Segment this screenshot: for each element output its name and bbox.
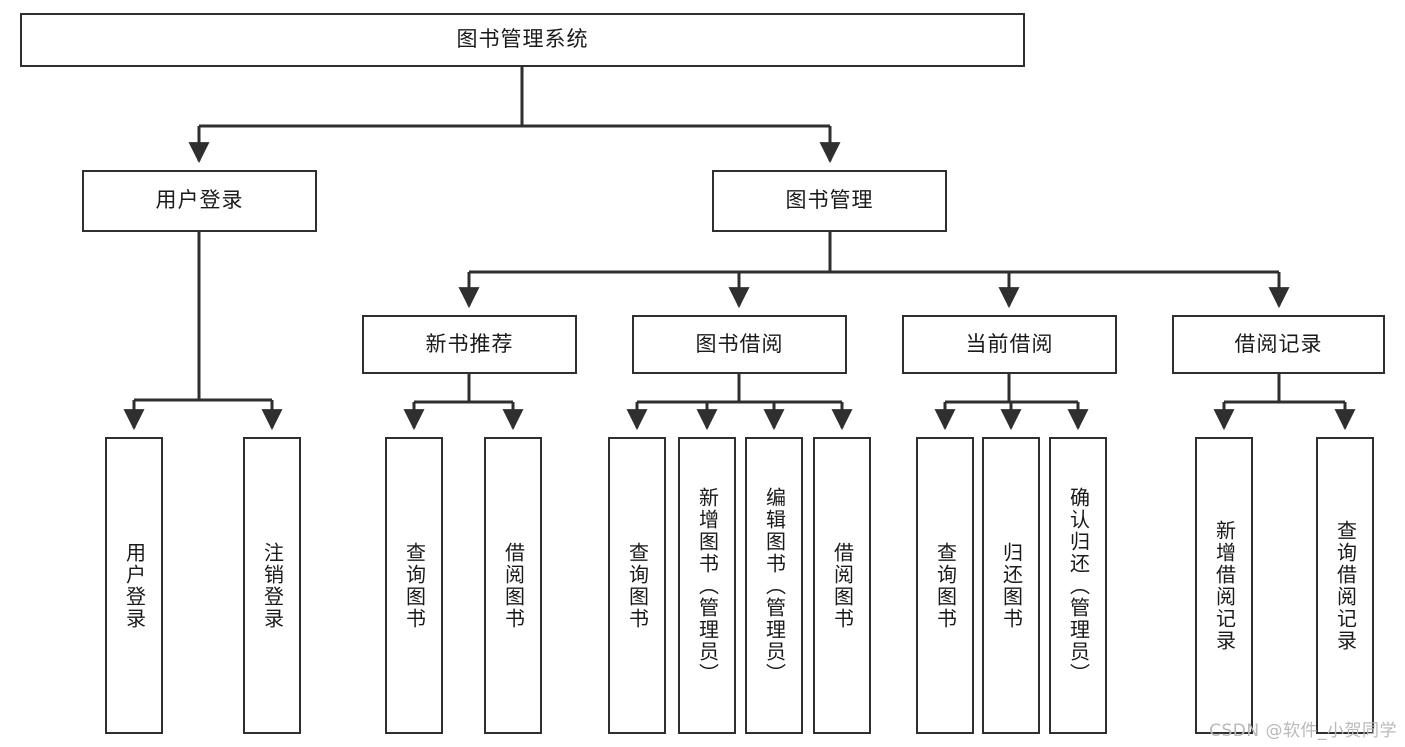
- node-leaf-return-book[interactable]: 归还图书: [982, 437, 1040, 734]
- node-leaf-add-book-admin-label: 新增图书（管理员）: [695, 486, 720, 685]
- node-leaf-confirm-return-admin[interactable]: 确认归还（管理员）: [1049, 437, 1107, 734]
- node-leaf-borrow-book-label: 借阅图书: [830, 541, 855, 630]
- node-leaf-add-borrow-record-label: 新增借阅记录: [1212, 519, 1237, 652]
- node-leaf-query-book-borrow[interactable]: 查询图书: [608, 437, 666, 734]
- node-current-borrow[interactable]: 当前借阅: [902, 315, 1117, 374]
- node-book-management-label: 图书管理: [785, 188, 874, 213]
- node-borrow-records[interactable]: 借阅记录: [1172, 315, 1385, 374]
- node-leaf-query-book-current-label: 查询图书: [933, 541, 958, 630]
- node-user-login[interactable]: 用户登录: [82, 170, 317, 232]
- node-leaf-logout[interactable]: 注销登录: [243, 437, 301, 734]
- node-borrow-records-label: 借阅记录: [1234, 331, 1323, 356]
- node-leaf-query-book-new[interactable]: 查询图书: [385, 437, 443, 734]
- node-leaf-logout-label: 注销登录: [260, 541, 285, 630]
- node-leaf-query-book-borrow-label: 查询图书: [625, 541, 650, 630]
- node-book-borrow[interactable]: 图书借阅: [632, 315, 847, 374]
- node-leaf-return-book-label: 归还图书: [999, 541, 1024, 630]
- node-leaf-borrow-book-new[interactable]: 借阅图书: [484, 437, 542, 734]
- node-leaf-query-borrow-record[interactable]: 查询借阅记录: [1316, 437, 1374, 734]
- node-new-book-recommend[interactable]: 新书推荐: [362, 315, 577, 374]
- node-current-borrow-label: 当前借阅: [965, 331, 1054, 356]
- node-leaf-add-borrow-record[interactable]: 新增借阅记录: [1195, 437, 1253, 734]
- node-root[interactable]: 图书管理系统: [20, 13, 1025, 67]
- node-root-label: 图书管理系统: [456, 27, 589, 52]
- node-leaf-borrow-book[interactable]: 借阅图书: [813, 437, 871, 734]
- node-leaf-confirm-return-admin-label: 确认归还（管理员）: [1066, 486, 1091, 685]
- watermark: CSDN @软件_小贺同学: [1209, 721, 1397, 741]
- node-leaf-add-book-admin[interactable]: 新增图书（管理员）: [678, 437, 736, 734]
- node-leaf-query-borrow-record-label: 查询借阅记录: [1333, 519, 1358, 652]
- node-book-management[interactable]: 图书管理: [712, 170, 947, 232]
- node-user-login-label: 用户登录: [155, 188, 244, 213]
- node-leaf-query-book-new-label: 查询图书: [402, 541, 427, 630]
- node-leaf-user-login-label: 用户登录: [122, 541, 147, 630]
- node-leaf-user-login[interactable]: 用户登录: [105, 437, 163, 734]
- node-leaf-edit-book-admin[interactable]: 编辑图书（管理员）: [745, 437, 803, 734]
- node-leaf-borrow-book-new-label: 借阅图书: [501, 541, 526, 630]
- node-leaf-edit-book-admin-label: 编辑图书（管理员）: [762, 486, 787, 685]
- node-new-book-recommend-label: 新书推荐: [425, 331, 514, 356]
- node-book-borrow-label: 图书借阅: [695, 331, 784, 356]
- node-leaf-query-book-current[interactable]: 查询图书: [916, 437, 974, 734]
